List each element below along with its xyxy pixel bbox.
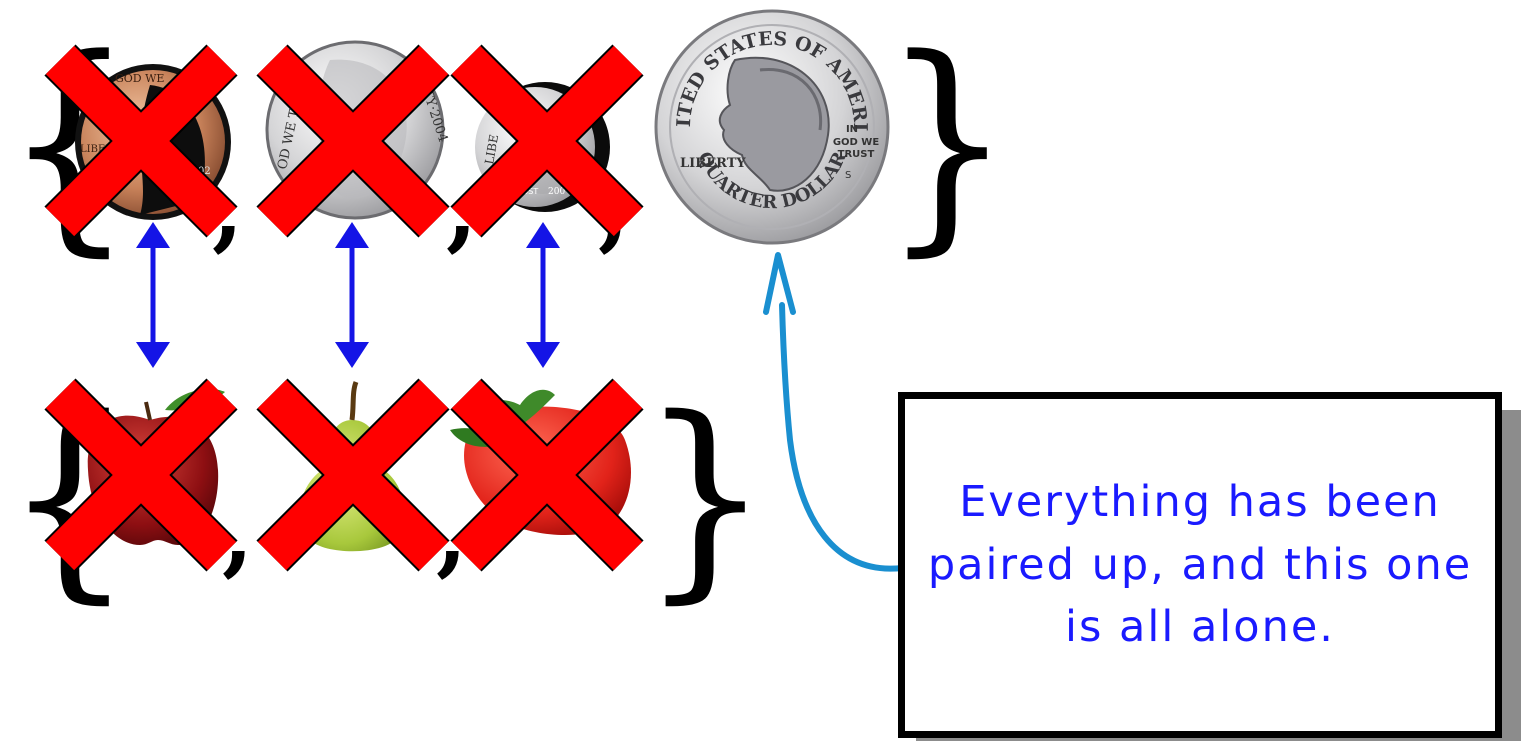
quarter-motto-line-3: TRUST xyxy=(838,149,875,160)
pair-arrow-dime-strawberry xyxy=(526,222,560,368)
callout-arrow xyxy=(766,255,902,569)
quarter-mint-mark: S xyxy=(845,170,851,181)
right-brace-fruits: } xyxy=(640,372,770,623)
quarter-liberty-text: LIBERTY xyxy=(680,156,746,171)
pairing-arrows xyxy=(136,222,560,368)
quarter-motto-line-1: IN xyxy=(846,124,858,135)
callout-box: Everything has been paired up, and this … xyxy=(898,392,1502,738)
penny-top-text: GOD WE xyxy=(115,72,164,85)
quarter-motto-line-2: GOD WE xyxy=(833,137,880,148)
right-brace-coins: } xyxy=(882,10,1012,277)
fruit-set: { } , , xyxy=(4,372,770,623)
pair-arrow-nickel-pear xyxy=(335,222,369,368)
pair-arrow-penny-apple xyxy=(136,222,170,368)
dime-date-text: 200 xyxy=(548,187,565,197)
callout-text: Everything has been paired up, and this … xyxy=(905,471,1495,658)
